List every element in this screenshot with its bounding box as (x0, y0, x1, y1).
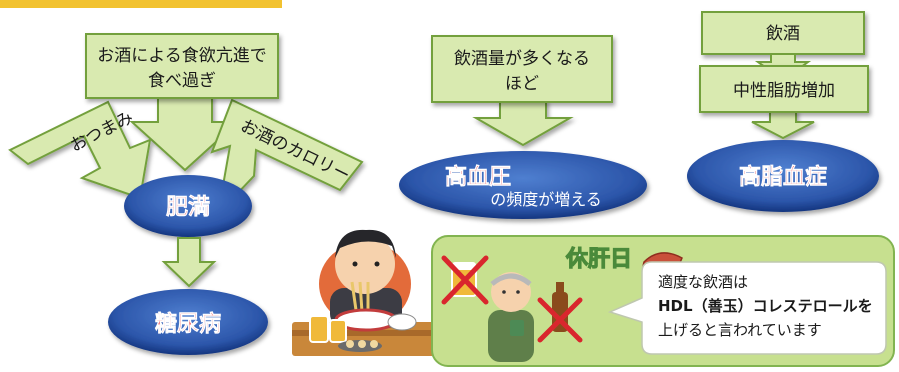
overeating-cause-line2: 食べ過ぎ (148, 71, 216, 91)
overeating-cause-line1: お酒による食欲亢進で (97, 46, 267, 66)
drinking-box-label: 飲酒 (766, 24, 800, 44)
left-snack-arrow (8, 100, 152, 200)
drinking-amount-line2: ほど (505, 74, 539, 94)
center-arrow (129, 95, 241, 172)
triglyceride-box (699, 65, 869, 113)
overeating-cause-box (85, 33, 279, 99)
hdl-line1: 適度な飲酒は (658, 273, 748, 291)
hdl-speech-bubble (607, 261, 887, 355)
obesity-to-diabetes-arrow (161, 237, 217, 288)
sake-bottle-crossed-icon (537, 282, 583, 343)
hypertension-arrow (472, 99, 574, 147)
top-accent-bar (0, 0, 282, 8)
hdl-line3: 上げると言われています (658, 321, 822, 339)
hyperlipidemia-ellipse (687, 140, 879, 212)
hypertension-sub-label: の頻度が増える (490, 190, 602, 209)
right-calorie-arrow (210, 98, 364, 218)
drinking-amount-line1: 飲酒量が多くなる (454, 49, 590, 69)
diabetes-ellipse (108, 289, 268, 355)
liver-day-title: 休肝日 (565, 247, 632, 272)
hypertension-ellipse (399, 151, 647, 219)
obesity-ellipse (124, 175, 252, 237)
hdl-line2: HDL（善玉）コレステロールを (658, 297, 873, 315)
hypertension-label: 高血圧 (445, 164, 511, 190)
obesity-label: 肥満 (166, 194, 210, 220)
elderly-man-with-tea-illustration (488, 272, 534, 362)
beer-crossed-icon (441, 255, 489, 305)
hyperlipidemia-label: 高脂血症 (739, 164, 827, 190)
triglyceride-box-label: 中性脂肪増加 (733, 81, 835, 101)
triglyceride-to-hyperlipidemia-arrow (751, 109, 815, 140)
drinking-amount-box (431, 35, 613, 103)
man-eating-noodles-illustration (292, 229, 440, 356)
diabetes-label: 糖尿病 (155, 311, 221, 337)
